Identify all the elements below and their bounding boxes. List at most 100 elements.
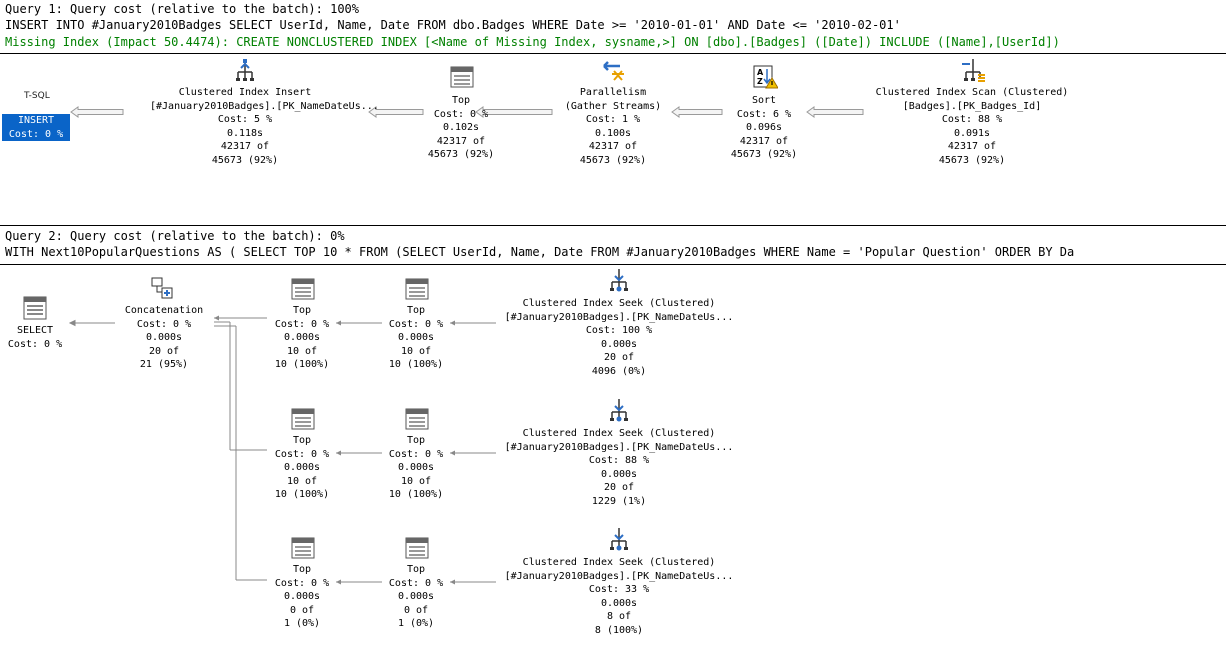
op-object: [#January2010Badges].[PK_NameDateUs... (504, 441, 734, 453)
top-icon[interactable] (404, 536, 430, 560)
op-object: [Badges].[PK_Badges_Id] (902, 100, 1042, 112)
select-operator[interactable]: SELECT Cost: 0 % (0, 324, 130, 351)
clustered-index-seek-operator[interactable]: Clustered Index Seek (Clustered) [#Janua… (494, 556, 744, 638)
op-rows: 10 of (400, 345, 432, 357)
op-time: 0.000s (600, 597, 638, 609)
sort-operator[interactable]: Sort Cost: 6 % 0.096s 42317 of 45673 (92… (669, 94, 859, 162)
clustered-index-insert-operator[interactable]: Clustered Index Insert [#January2010Badg… (150, 86, 379, 168)
svg-text:Z: Z (757, 77, 763, 86)
op-object: [#January2010Badges].[PK_NameDateUs... (150, 100, 379, 112)
separator (0, 53, 1226, 54)
op-estimate: 45673 (92%) (938, 154, 1006, 166)
op-rows: 42317 of (947, 141, 997, 153)
op-time: 0.000s (283, 462, 321, 474)
op-rows: 20 of (603, 482, 635, 494)
op-estimate: 10 (100%) (388, 489, 444, 501)
op-rows: 42317 of (588, 141, 638, 153)
top-operator[interactable]: Top Cost: 0 % 0.102s 42317 of 45673 (92%… (366, 94, 556, 162)
op-cost: Cost: 0 % (274, 577, 330, 589)
op-cost: Cost: 0 % (388, 448, 444, 460)
concatenation-operator[interactable]: Concatenation Cost: 0 % 0.000s 20 of 21 … (69, 304, 259, 372)
query2-sql: WITH Next10PopularQuestions AS ( SELECT … (5, 245, 1075, 259)
clustered-index-seek-operator[interactable]: Clustered Index Seek (Clustered) [#Janua… (494, 297, 744, 379)
op-time: 0.000s (600, 338, 638, 350)
op-time: 0.096s (745, 122, 783, 134)
flow-arrow (806, 106, 864, 118)
parallelism-operator[interactable]: Parallelism (Gather Streams) Cost: 1 % 0… (518, 86, 708, 168)
op-cost: Cost: 0 % (388, 318, 444, 330)
query1-header: Query 1: Query cost (relative to the bat… (5, 2, 360, 16)
op-estimate: 10 (100%) (274, 359, 330, 371)
top-icon[interactable] (290, 536, 316, 560)
op-rows: 8 of (606, 611, 632, 623)
op-cost: Cost: 88 % (588, 455, 650, 467)
op-time: 0.100s (594, 127, 632, 139)
op-title: Top (292, 564, 312, 575)
op-rows: 10 of (286, 475, 318, 487)
op-title: Sort (751, 95, 777, 106)
sort-icon[interactable]: A Z (752, 65, 778, 89)
top-operator[interactable]: Top Cost: 0 % 0.000s 0 of 1 (0%) (207, 563, 397, 631)
clustered-index-seek-operator[interactable]: Clustered Index Seek (Clustered) [#Janua… (494, 427, 744, 509)
clustered-index-seek-icon[interactable] (606, 268, 632, 292)
clustered-index-scan-icon[interactable] (960, 58, 986, 82)
top-icon[interactable] (404, 277, 430, 301)
op-rows: 20 of (148, 345, 180, 357)
op-rows: 20 of (603, 352, 635, 364)
op-title: Clustered Index Seek (Clustered) (522, 557, 716, 568)
op-estimate: 10 (100%) (274, 489, 330, 501)
op-title: Clustered Index Scan (Clustered) (875, 87, 1069, 98)
op-estimate: 1229 (1%) (591, 495, 647, 507)
op-cost: Cost: 5 % (217, 114, 273, 126)
op-title: SELECT (16, 325, 54, 336)
op-time: 0.091s (953, 127, 991, 139)
op-time: 0.000s (283, 591, 321, 603)
op-cost: Cost: 0 % (388, 577, 444, 589)
op-estimate: 45673 (92%) (427, 149, 495, 161)
concatenation-icon[interactable] (150, 276, 176, 300)
op-time: 0.118s (226, 127, 264, 139)
op-time: 0.000s (600, 468, 638, 480)
op-rows: 42317 of (220, 141, 270, 153)
op-title: Clustered Index Seek (Clustered) (522, 298, 716, 309)
op-rows: 42317 of (436, 135, 486, 147)
op-time: 0.000s (397, 591, 435, 603)
separator (0, 225, 1226, 226)
op-rows: 0 of (403, 604, 429, 616)
query1-sql: INSERT INTO #January2010Badges SELECT Us… (5, 18, 901, 32)
op-estimate: 10 (100%) (388, 359, 444, 371)
top-operator[interactable]: Top Cost: 0 % 0.000s 10 of 10 (100%) (207, 304, 397, 372)
clustered-index-seek-icon[interactable] (606, 527, 632, 551)
op-time: 0.000s (283, 332, 321, 344)
op-title: Top (292, 305, 312, 316)
op-title: Top (406, 564, 426, 575)
top-operator[interactable]: Top Cost: 0 % 0.000s 10 of 10 (100%) (321, 304, 511, 372)
insert-operator[interactable]: INSERT Cost: 0 % (2, 114, 70, 142)
top-icon[interactable] (404, 407, 430, 431)
flow-arrow (70, 106, 124, 118)
op-cost: Cost: 1 % (585, 114, 641, 126)
top-icon[interactable] (290, 407, 316, 431)
clustered-index-scan-operator[interactable]: Clustered Index Scan (Clustered) [Badges… (857, 86, 1087, 168)
op-rows: 10 of (286, 345, 318, 357)
select-icon[interactable] (22, 296, 48, 320)
op-time: 0.000s (145, 332, 183, 344)
op-rows: 10 of (400, 475, 432, 487)
clustered-index-insert-icon[interactable] (232, 58, 258, 82)
op-estimate: 45673 (92%) (579, 154, 647, 166)
clustered-index-seek-icon[interactable] (606, 398, 632, 422)
top-operator[interactable]: Top Cost: 0 % 0.000s 10 of 10 (100%) (207, 434, 397, 502)
op-title: Parallelism (579, 87, 647, 98)
insert-title: INSERT (17, 115, 55, 126)
top-icon[interactable] (449, 65, 475, 89)
flow-arrow (475, 106, 553, 118)
parallelism-icon[interactable] (600, 58, 626, 82)
top-icon[interactable] (290, 277, 316, 301)
missing-index-hint[interactable]: Missing Index (Impact 50.4474): CREATE N… (5, 35, 1060, 49)
top-operator[interactable]: Top Cost: 0 % 0.000s 10 of 10 (100%) (321, 434, 511, 502)
svg-text:A: A (757, 68, 764, 77)
op-rows: 0 of (289, 604, 315, 616)
op-estimate: 8 (100%) (594, 624, 644, 636)
top-operator[interactable]: Top Cost: 0 % 0.000s 0 of 1 (0%) (321, 563, 511, 631)
flow-arrow (671, 106, 723, 118)
